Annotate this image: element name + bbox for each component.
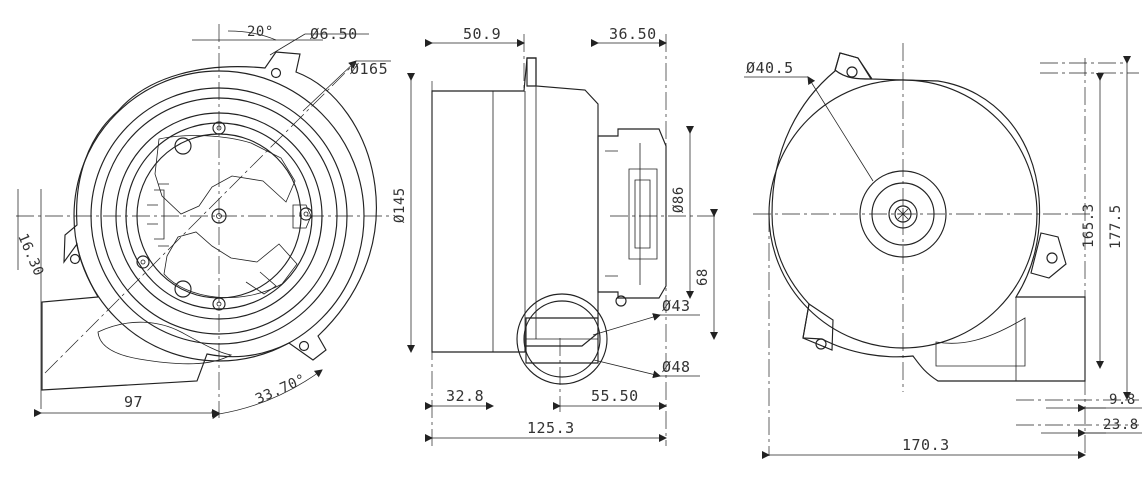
front-bottom-width-label: 97 — [124, 393, 143, 411]
side-bottom-left-label: 32.8 — [446, 387, 484, 405]
rear-right-mount-tab — [1030, 232, 1067, 279]
front-hole-leader — [269, 33, 306, 56]
front-outer-diameter-leader — [302, 60, 357, 112]
front-screw-left-center — [140, 259, 146, 265]
front-center-hub — [211, 208, 227, 224]
front-screw-right-center — [303, 211, 309, 217]
side-connector-bolt — [615, 295, 627, 307]
front-outer-ring-2 — [90, 87, 348, 345]
rear-hub-diameter-label: Ø40.5 — [746, 59, 794, 77]
front-angle-arc — [227, 30, 277, 41]
rear-view: Ø40.5 165.3 177.5 170.3 9.8 23.8 — [744, 43, 1142, 459]
side-view: 50.9 36.50 Ø145 Ø86 68 Ø43 Ø48 32.8 55.5… — [392, 25, 718, 446]
rear-width-label: 170.3 — [902, 436, 950, 454]
side-body-diameter-label: Ø145 — [392, 187, 408, 223]
front-mount-hole-left — [69, 253, 81, 265]
front-outer-housing-outline — [41, 51, 377, 391]
front-internal-rib-top — [154, 135, 296, 215]
side-outlet-tube-outline — [525, 317, 599, 364]
rear-height-2-label: 177.5 — [1108, 204, 1124, 249]
side-top-right-label: 36.50 — [609, 25, 657, 43]
rear-offset-2-label: 23.8 — [1103, 417, 1139, 433]
side-connector-diameter-label: Ø86 — [671, 186, 687, 213]
side-total-width-label: 125.3 — [527, 419, 575, 437]
front-screw-top — [212, 121, 226, 135]
front-outlet-angle-arc — [211, 369, 323, 420]
side-outlet-inner-circle — [523, 300, 601, 378]
rear-outlet-housing-lines — [935, 297, 1026, 381]
front-angle-top-label: 20° — [247, 24, 274, 40]
side-height-label: 68 — [695, 268, 711, 286]
rear-right-mount-hole — [1046, 252, 1058, 264]
side-connector-body — [597, 128, 667, 299]
front-side-offset-label: 16.30 — [14, 231, 46, 278]
front-outlet-angle-label: 33.70° — [253, 371, 308, 407]
side-connector-slot — [628, 168, 658, 260]
front-diagonal-centerline — [44, 61, 357, 374]
side-top-left-label: 50.9 — [463, 25, 501, 43]
front-screw-left — [136, 255, 150, 269]
front-boss-top-left — [174, 137, 192, 155]
rear-left-mount-hole — [815, 338, 827, 350]
front-screw-top-center — [216, 125, 222, 131]
front-internal-rib-bottom — [163, 231, 298, 299]
front-hole-diameter-label: Ø6.50 — [310, 25, 358, 43]
rear-top-mount-hole — [846, 66, 858, 78]
front-left-clip-detail — [147, 183, 169, 247]
side-outlet-outer-leader — [593, 359, 661, 379]
front-screw-right — [299, 207, 313, 221]
side-main-cylinder — [431, 57, 599, 353]
rear-height-1-label: 165.3 — [1081, 203, 1097, 248]
front-mount-hole-top — [270, 67, 282, 79]
front-center-dot — [216, 213, 222, 219]
side-bottom-right-label: 55.50 — [591, 387, 639, 405]
side-outlet-outer-label: Ø48 — [662, 358, 691, 376]
side-outlet-inner-label: Ø43 — [662, 297, 691, 315]
front-screw-bottom — [212, 297, 226, 311]
front-outer-ring-1 — [73, 70, 365, 362]
front-screw-bottom-center — [216, 301, 222, 307]
side-top-collar — [526, 57, 537, 87]
front-boss-bottom-left — [174, 280, 192, 298]
rear-housing-outline — [771, 52, 1086, 382]
side-connector-lines — [605, 143, 641, 285]
rear-hub-diameter-leader — [807, 76, 874, 182]
front-view: 20° Ø6.50 Ø165 16.30 97 33.70° — [14, 24, 391, 420]
front-outer-diameter-label: Ø165 — [350, 60, 388, 78]
front-outer-ring-3 — [100, 97, 338, 335]
front-right-clip-detail — [245, 204, 312, 295]
front-outlet-sweep — [97, 321, 233, 365]
rear-top-mount-tab — [834, 52, 873, 80]
front-mount-hole-bottom — [298, 340, 310, 352]
rear-left-mount-tab — [802, 303, 834, 351]
rear-offset-1-label: 9.8 — [1109, 392, 1136, 408]
side-outlet-inner-leader — [592, 313, 661, 336]
front-inner-ring-1 — [115, 112, 323, 320]
side-outlet-outer-circle — [516, 293, 608, 385]
